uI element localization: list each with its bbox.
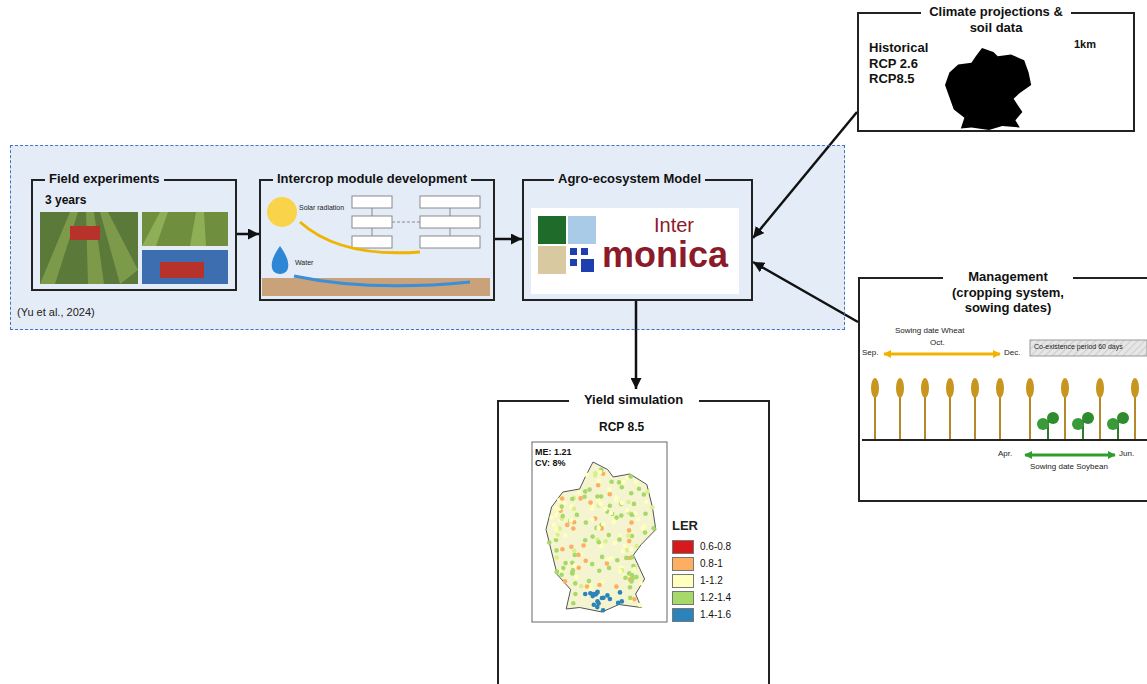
legend-text: 1.4-1.6	[700, 609, 731, 621]
annotation-label: Water	[295, 259, 313, 267]
node-title: (Yu et al., 2024)	[17, 306, 95, 319]
legend-swatch	[672, 540, 694, 554]
annotation-label: Jun.	[1119, 449, 1134, 459]
annotation-label: Solar radiation	[299, 204, 344, 212]
annotation-label: LER	[672, 518, 698, 534]
flow-arrow	[237, 233, 259, 236]
citation-region: (Yu et al., 2024)Field experiments3 year…	[10, 145, 845, 330]
legend-swatch	[672, 591, 694, 605]
process-box: Field experiments3 years	[31, 179, 237, 291]
node-title: Climate projections & soil data	[921, 4, 1071, 35]
model-box: Agro-ecosystem ModelIntermonica	[522, 179, 753, 301]
node-text: ME: 1.21 CV: 8%	[535, 447, 583, 469]
flow-arrow	[635, 301, 638, 389]
flow-arrow	[495, 238, 522, 241]
annotation-label: Sowing date Wheat	[895, 326, 964, 336]
legend-text: 0.8-1	[700, 558, 723, 570]
node-title: Management (cropping system, sowing date…	[943, 269, 1073, 316]
legend-text: 0.6-0.8	[700, 541, 731, 553]
annotation-label: Apr.	[998, 449, 1012, 459]
node-title: Agro-ecosystem Model	[554, 171, 705, 187]
node-title: Intercrop module development	[273, 171, 471, 187]
process-box: Intercrop module development	[259, 179, 495, 301]
annotation-label: Sep.	[862, 348, 878, 358]
node-title: Field experiments	[45, 171, 164, 187]
node-text: Inter	[654, 213, 694, 237]
node-title: Yield simulation	[569, 392, 699, 408]
legend-text: 1.2-1.4	[700, 592, 731, 604]
node-text: 3 years	[45, 193, 86, 207]
flow-arrow	[753, 262, 858, 322]
annotation-label: Oct.	[930, 338, 945, 348]
input-box: Climate projections & soil dataHistorica…	[857, 12, 1135, 132]
legend-swatch	[672, 608, 694, 622]
node-text: monica	[602, 233, 728, 276]
annotation-label: Dec.	[1004, 348, 1020, 358]
legend-swatch	[672, 574, 694, 588]
annotation-label: Co-existence period 60 days	[1034, 343, 1123, 351]
flow-arrow	[753, 112, 857, 238]
node-text: Historical RCP 2.6 RCP8.5	[869, 40, 941, 87]
legend-swatch	[672, 557, 694, 571]
node-text: 1km	[1074, 38, 1096, 51]
annotation-label: Sowing date Soybean	[1030, 462, 1108, 472]
node-text: RCP 8.5	[599, 420, 644, 434]
legend-text: 1-1.2	[700, 575, 723, 587]
